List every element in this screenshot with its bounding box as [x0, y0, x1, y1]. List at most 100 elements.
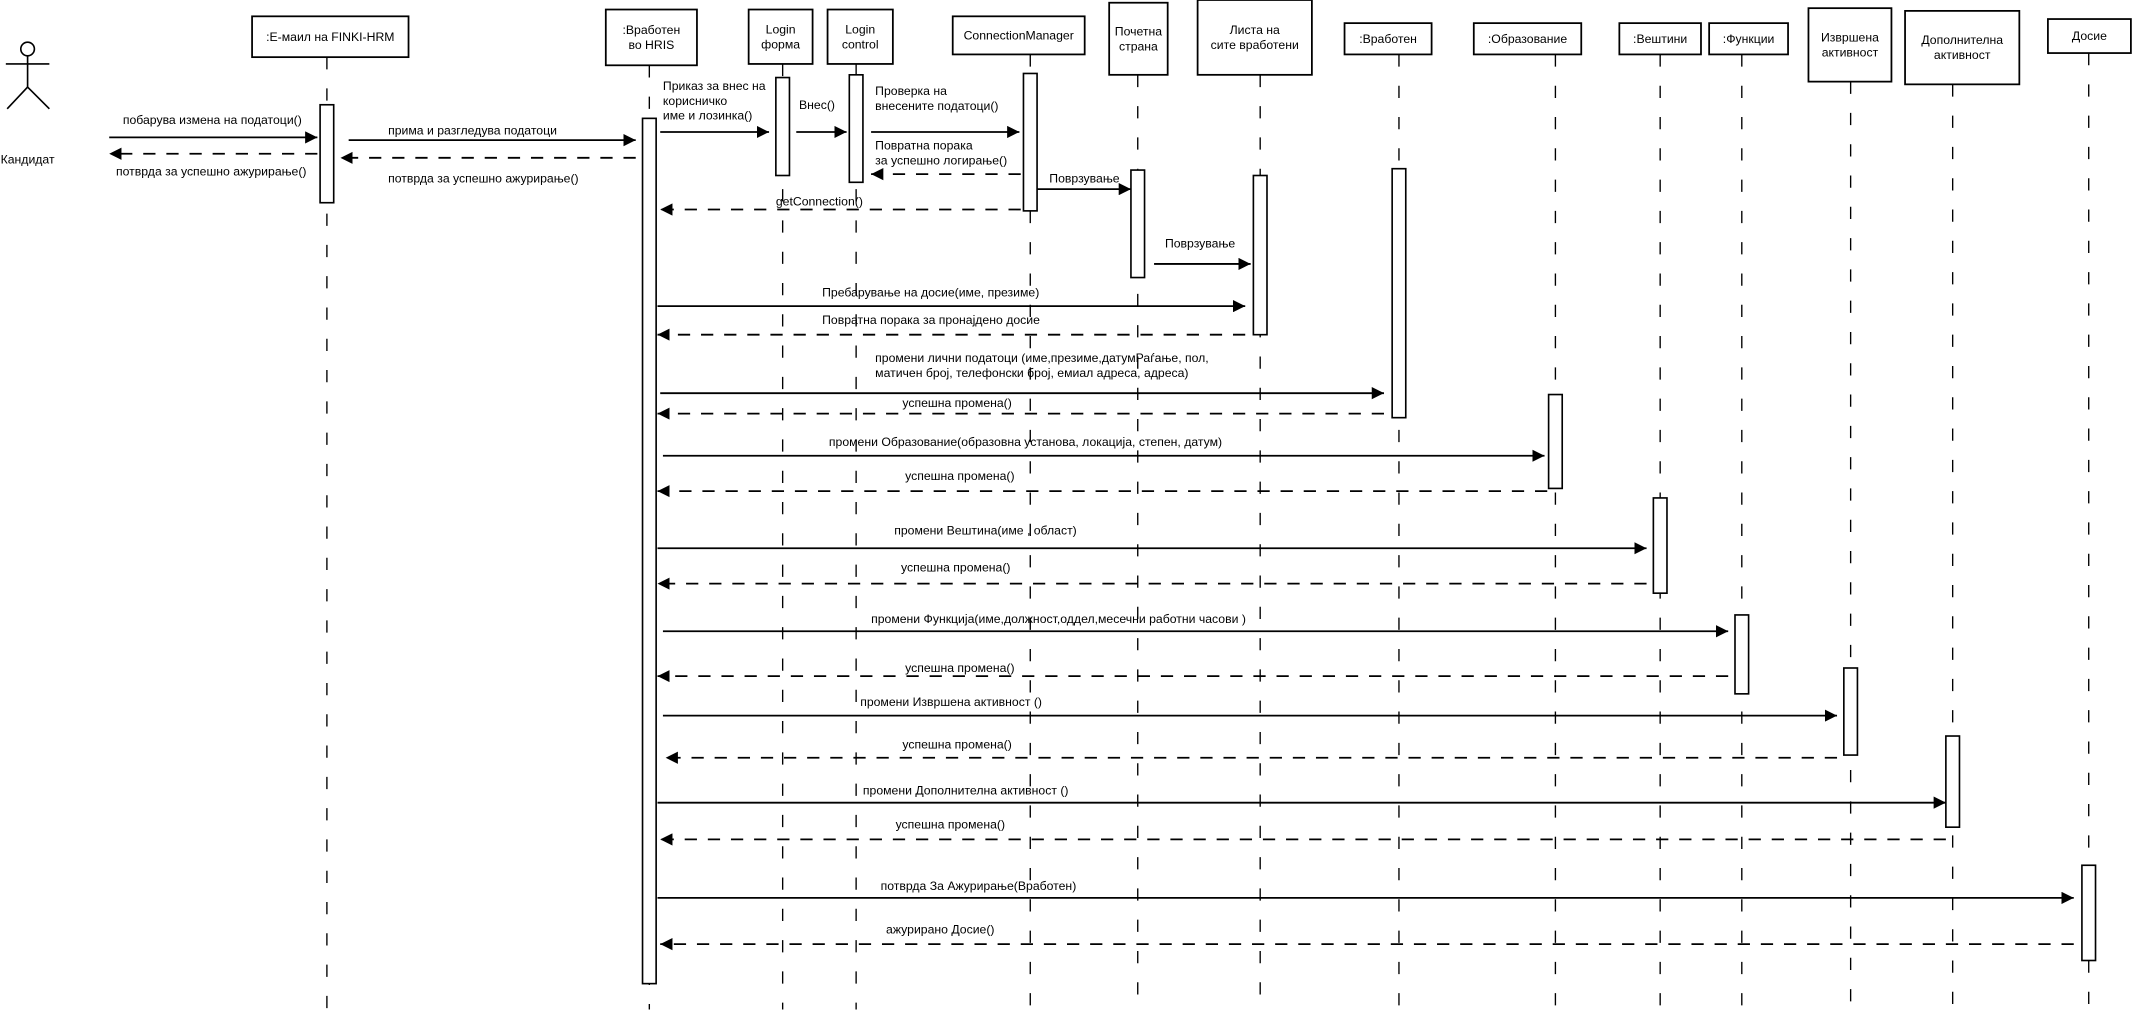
participant-box	[1618, 22, 1702, 56]
return-message: успешна промена()	[657, 661, 1729, 683]
participant-label: :Функции	[1723, 32, 1775, 46]
participant-connection-manager: ConnectionManager	[951, 15, 1086, 1010]
call-message: прима и разгледува податоци	[348, 124, 636, 147]
actor-leg-right	[27, 86, 50, 110]
activation-bar	[319, 103, 335, 204]
message-label: Повратна порака	[875, 139, 973, 153]
call-message: промени Образование(образовна установа, …	[662, 435, 1545, 462]
participant-label: Дополнителна	[1921, 33, 2003, 47]
call-message: Внес()	[796, 98, 847, 139]
actor-kandidat: Кандидат	[1, 41, 55, 166]
participant-label: Досие	[2072, 29, 2107, 43]
return-message: успешна промена()	[657, 469, 1548, 498]
return-message: getConnection()	[660, 194, 1021, 216]
return-message: успешна промена()	[657, 396, 1384, 420]
return-message: успешна промена()	[660, 818, 1946, 846]
activation-bar	[641, 117, 657, 985]
return-message: потврда за успешно ажурирање()	[340, 151, 636, 185]
participant-label: активност	[1822, 45, 1879, 59]
activation-bar	[775, 76, 791, 177]
actor-label: Кандидат	[1, 152, 55, 166]
message-label: промени Функција(име,должност,оддел,месе…	[871, 612, 1246, 626]
message-label: Поврзување	[1165, 237, 1235, 251]
participant-label: Login	[845, 22, 875, 36]
activation-bar	[848, 74, 864, 184]
message-label: успешна промена()	[902, 396, 1011, 410]
participant-box	[2047, 18, 2132, 54]
message-label: Повратна порака за пронајдено досие	[822, 313, 1040, 327]
participant-box	[1108, 1, 1169, 76]
messages: побарува измена на податоци()потврда за …	[109, 79, 2074, 951]
message-label: прима и разгледува податоци	[388, 124, 557, 138]
participant-functions: :Функции	[1708, 22, 1789, 1010]
return-message: Повратна порака за пронајдено досие	[657, 313, 1246, 341]
message-label: потврда за успешно ажурирање()	[388, 171, 579, 185]
participant-email: :Е-маил на FINKI-HRM	[251, 15, 410, 1010]
participant-label: сите вработени	[1211, 38, 1299, 52]
activation-bar	[1391, 167, 1407, 419]
participant-label: форма	[761, 37, 800, 51]
participant-label: :Образование	[1488, 32, 1567, 46]
message-label: успешна промена()	[896, 818, 1005, 832]
message-label: внесените податоци()	[875, 99, 998, 113]
participant-label: Листа на	[1230, 23, 1280, 37]
message-label: промени Дополнителна активност ()	[863, 784, 1069, 798]
return-message: потврда за успешно ажурирање()	[109, 147, 318, 179]
message-label: ажурирано Досие()	[886, 922, 994, 936]
message-label: Проверка на	[875, 84, 947, 98]
message-label: промени Образование(образовна установа, …	[829, 435, 1222, 449]
participant-box	[1904, 9, 2021, 86]
participant-label: во HRIS	[628, 38, 674, 52]
activation-bar	[2081, 864, 2097, 962]
message-label: за успешно логирање()	[875, 154, 1007, 168]
call-message: промени Извршена активност ()	[662, 695, 1838, 722]
return-message: ажурирано Досие()	[660, 922, 2074, 951]
message-label: getConnection()	[776, 194, 863, 208]
participant-label: Login	[766, 22, 796, 36]
participant-box	[1343, 22, 1433, 56]
message-label: успешна промена()	[905, 661, 1014, 675]
activation-bar	[1652, 497, 1668, 594]
message-label: Пребарување на досие(име, презиме)	[822, 286, 1039, 300]
participant-label: ConnectionManager	[964, 28, 1074, 42]
call-message: Поврзување	[1037, 171, 1131, 196]
participant-label: :Вештини	[1633, 32, 1687, 46]
participant-box	[951, 15, 1086, 56]
message-label: Внес()	[799, 98, 835, 112]
participant-label: control	[842, 37, 879, 51]
return-message: успешна промена()	[657, 560, 1647, 590]
message-label: потврда за успешно ажурирање()	[116, 165, 307, 179]
message-label: успешна промена()	[902, 737, 1011, 751]
activation-bar	[1252, 174, 1268, 336]
participant-label: активност	[1934, 48, 1991, 62]
message-label: промени лични податоци (име,презиме,дату…	[875, 351, 1209, 365]
participant-box	[826, 8, 894, 65]
participant-label: страна	[1119, 39, 1158, 53]
participant-box	[1472, 22, 1583, 56]
message-label: промени Извршена активност ()	[860, 695, 1042, 709]
call-message: промени Вештина(име , област)	[657, 524, 1647, 555]
participant-label: :Вработен	[622, 23, 680, 37]
participant-box	[251, 15, 410, 59]
participant-employee: :Вработен	[1343, 22, 1433, 1010]
call-message: Поврзување	[1154, 237, 1251, 271]
participant-box	[1196, 0, 1313, 76]
message-label: корисничко	[663, 94, 728, 108]
participant-label: :Е-маил на FINKI-HRM	[266, 30, 394, 44]
participant-box	[1708, 22, 1789, 56]
actor-leg-left	[6, 86, 29, 110]
participant-box	[747, 8, 814, 65]
return-message: успешна промена()	[665, 737, 1838, 764]
participant-label: :Вработен	[1359, 32, 1417, 46]
message-label: промени Вештина(име , област)	[894, 524, 1077, 538]
